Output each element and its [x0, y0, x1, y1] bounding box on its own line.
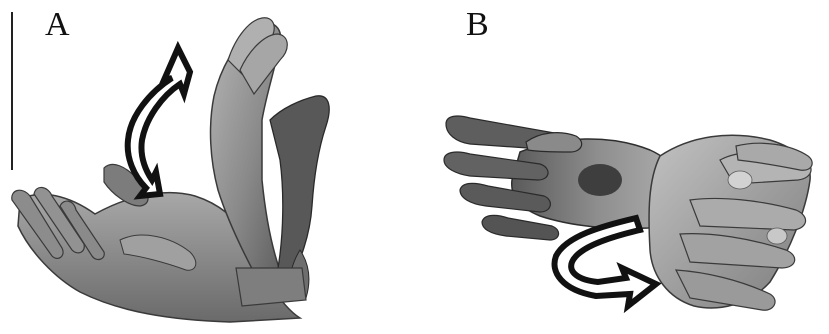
panel-b-left-hand: [444, 116, 684, 240]
panel-b-rotation-arrow: [555, 218, 656, 306]
panel-b-right-hand: [649, 135, 812, 310]
panel-a-rotation-arrow: [128, 48, 190, 196]
